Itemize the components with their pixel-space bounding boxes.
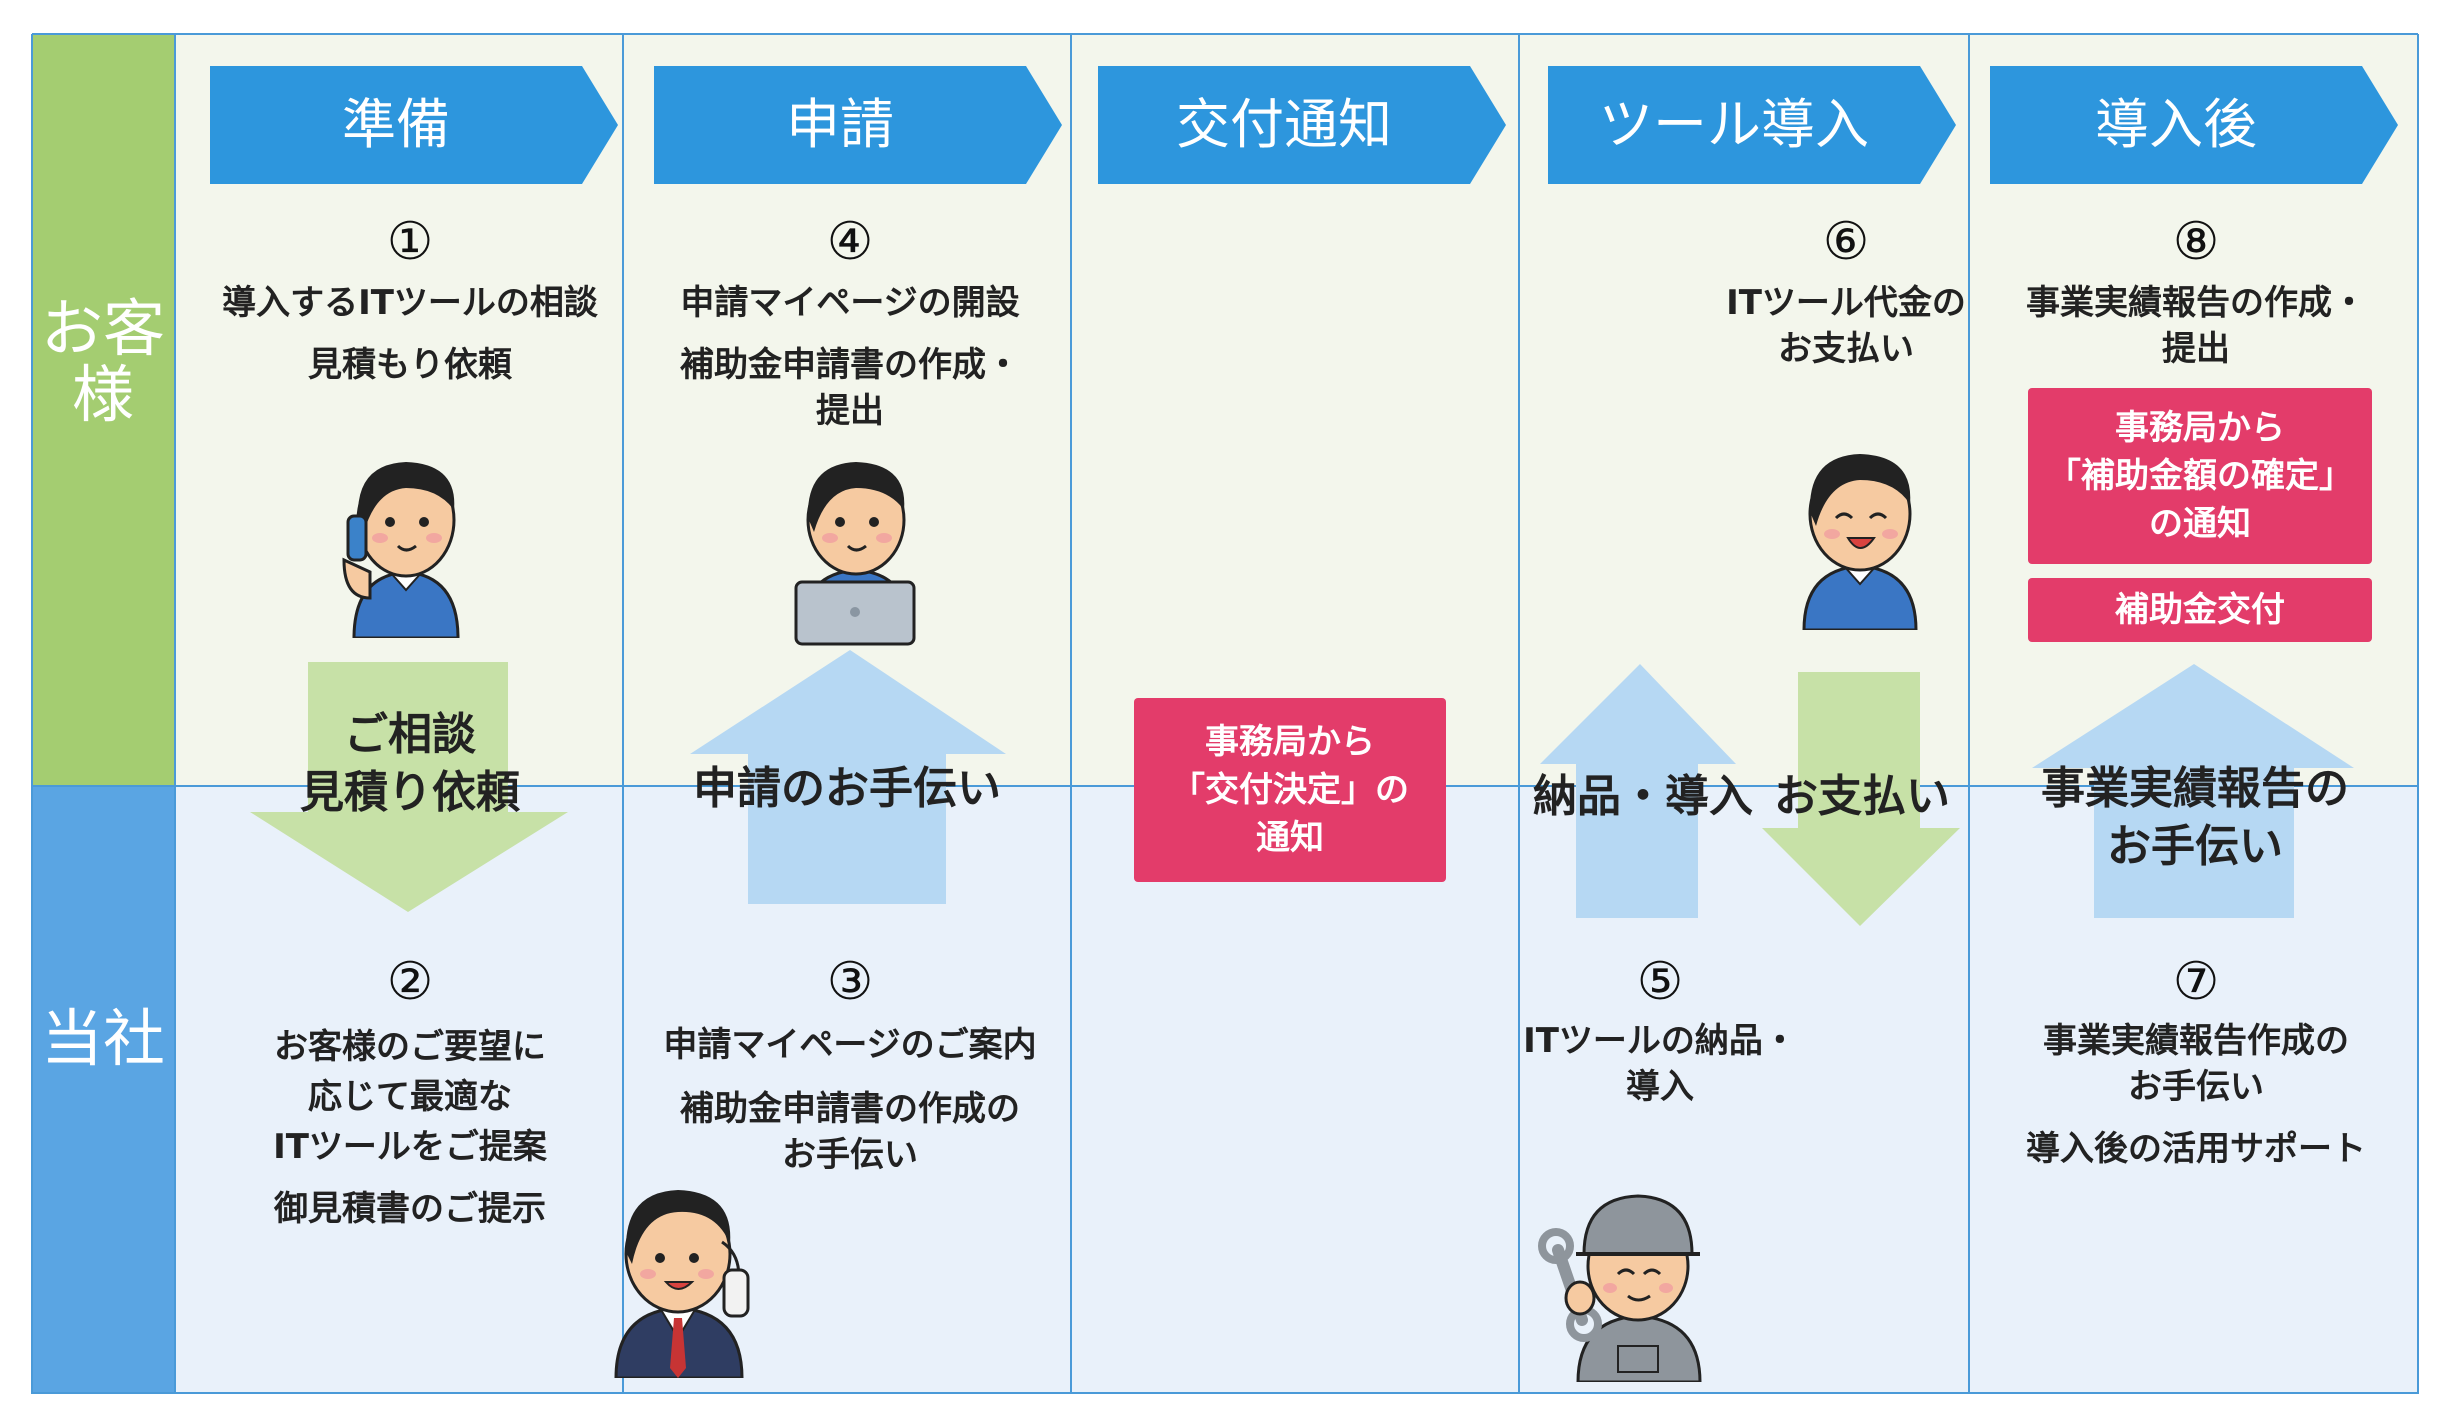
step-number-7: ⑦ xyxy=(2172,952,2220,1012)
step-line: 導入 xyxy=(1626,1067,1694,1107)
arrow-label-line: お手伝い xyxy=(2107,821,2283,872)
header-chevron xyxy=(654,66,1062,184)
step-text-2: お客様のご要望に 応じて最適な ITツールをご提案 御見積書のご提示 xyxy=(190,1022,630,1234)
step-line: 申請マイページの開設 xyxy=(680,283,1020,323)
step-number-2: ② xyxy=(386,952,434,1012)
customer-at-laptop-illustration xyxy=(794,462,916,646)
step-number-5: ⑤ xyxy=(1636,952,1684,1012)
arrow-label-line: ご相談 xyxy=(344,709,476,760)
step-text-5: ITツールの納品・ 導入 xyxy=(1510,1018,1810,1110)
column-header-label: 準備 xyxy=(342,93,450,156)
column-header-label: 交付通知 xyxy=(1176,93,1392,156)
row-label-customer: お客様 xyxy=(32,34,174,786)
column-header-apply: 申請 xyxy=(654,66,1062,184)
step-line: ITツールをご提案 xyxy=(273,1127,547,1167)
arrow-up-report-help xyxy=(2032,664,2354,918)
step-line: 補助金申請書の作成・ xyxy=(680,345,1020,385)
arrow-label-line: 見積り依頼 xyxy=(300,767,520,818)
step-text-4: 申請マイページの開設 補助金申請書の作成・ 提出 xyxy=(630,280,1070,434)
arrow-up-delivery xyxy=(1540,664,1736,918)
box-amount-confirm: 事務局から 「補助金額の確定」 の通知 xyxy=(2028,388,2372,564)
step-line: 申請マイページのご案内 xyxy=(663,1025,1037,1065)
step-line: お客様のご要望に xyxy=(274,1027,546,1067)
arrow-label-report-help: 事業実績報告の お手伝い xyxy=(2000,760,2390,876)
customer-smiling-illustration xyxy=(1802,454,1918,630)
staff-on-phone-illustration xyxy=(614,1190,750,1378)
arrow-label-payment: お支払い xyxy=(1774,771,1950,822)
box-line: 事務局から xyxy=(2115,408,2285,448)
box-line: 通知 xyxy=(1256,818,1324,858)
arrow-label-consult: ご相談 見積り依頼 xyxy=(220,706,600,822)
column-header-prep: 準備 xyxy=(210,66,618,184)
customer-on-phone-illustration xyxy=(342,462,460,638)
column-header-after: 導入後 xyxy=(1990,66,2398,184)
step-line: 導入するITツールの相談 xyxy=(222,283,598,323)
header-chevron xyxy=(210,66,618,184)
arrow-down-consult xyxy=(250,662,568,912)
grid-col-line xyxy=(1518,34,1520,1394)
column-header-label: ツール導入 xyxy=(1599,93,1869,156)
header-chevron xyxy=(1098,66,1506,184)
arrow-up-apply-help xyxy=(690,650,1006,904)
row-label-customer-text: お客様 xyxy=(40,292,165,431)
step-number-6: ⑥ xyxy=(1822,212,1870,272)
step-line: 導入後の活用サポート xyxy=(2026,1129,2366,1169)
arrow-down-payment xyxy=(1762,672,1960,926)
step-line: ITツール代金の xyxy=(1726,283,1966,323)
step-line: 事業実績報告作成の xyxy=(2043,1021,2349,1061)
step-number-8: ⑧ xyxy=(2172,212,2220,272)
box-grant-payment: 補助金交付 xyxy=(2028,578,2372,642)
row-label-company: 当社 xyxy=(32,786,174,1394)
step-text-1: 導入するITツールの相談 見積もり依頼 xyxy=(190,280,630,388)
step-text-8: 事業実績報告の作成・ 提出 xyxy=(1976,280,2416,372)
grid-col-line xyxy=(174,34,176,1394)
grid-bottom-border xyxy=(32,1392,2418,1394)
step-line: 提出 xyxy=(816,391,884,431)
box-line: 「補助金額の確定」 xyxy=(2047,456,2353,496)
step-number-3: ③ xyxy=(826,952,874,1012)
grid-col-line xyxy=(622,34,624,1394)
step-line: 応じて最適な xyxy=(308,1077,512,1117)
step-line: 提出 xyxy=(2162,329,2230,369)
box-grant-decision: 事務局から 「交付決定」の 通知 xyxy=(1134,698,1446,882)
step-line: 補助金申請書の作成の xyxy=(680,1089,1020,1129)
row-label-company-text: 当社 xyxy=(40,1002,165,1075)
box-line: の通知 xyxy=(2149,504,2251,544)
step-line: ITツールの納品・ xyxy=(1523,1021,1797,1061)
step-number-1: ① xyxy=(386,212,434,272)
column-header-label: 導入後 xyxy=(2095,93,2257,156)
step-text-3: 申請マイページのご案内 補助金申請書の作成の お手伝い xyxy=(630,1022,1070,1178)
grid-right-border xyxy=(2417,34,2419,1394)
arrow-label-line: 事業実績報告の xyxy=(2041,763,2349,814)
grid-col-line xyxy=(1968,34,1970,1394)
step-line: お支払い xyxy=(1778,329,1914,369)
technician-with-wrench-illustration xyxy=(1538,1194,1702,1382)
step-number-4: ④ xyxy=(826,212,874,272)
step-line: お手伝い xyxy=(782,1135,918,1175)
arrow-label-delivery: 納品・導入 xyxy=(1533,771,1753,822)
grid-col-line xyxy=(1070,34,1072,1394)
step-text-6: ITツール代金の お支払い xyxy=(1686,280,2006,372)
column-header-tool: ツール導入 xyxy=(1548,66,1956,184)
step-line: 事業実績報告の作成・ xyxy=(2026,283,2366,323)
column-header-notice: 交付通知 xyxy=(1098,66,1506,184)
step-line: お手伝い xyxy=(2128,1067,2264,1107)
step-text-7: 事業実績報告作成の お手伝い 導入後の活用サポート xyxy=(1976,1018,2416,1172)
grid-top-border xyxy=(32,33,2418,35)
arrow-label-apply-help: 申請のお手伝い xyxy=(693,763,1001,814)
step-line: 御見積書のご提示 xyxy=(274,1189,546,1229)
box-line: 事務局から xyxy=(1205,722,1375,762)
box-line: 「交付決定」の xyxy=(1171,770,1409,810)
column-header-label: 申請 xyxy=(786,93,894,156)
grid-left-border xyxy=(31,34,33,1394)
header-chevron xyxy=(1548,66,1956,184)
step-line: 見積もり依頼 xyxy=(308,345,512,385)
header-chevron xyxy=(1990,66,2398,184)
